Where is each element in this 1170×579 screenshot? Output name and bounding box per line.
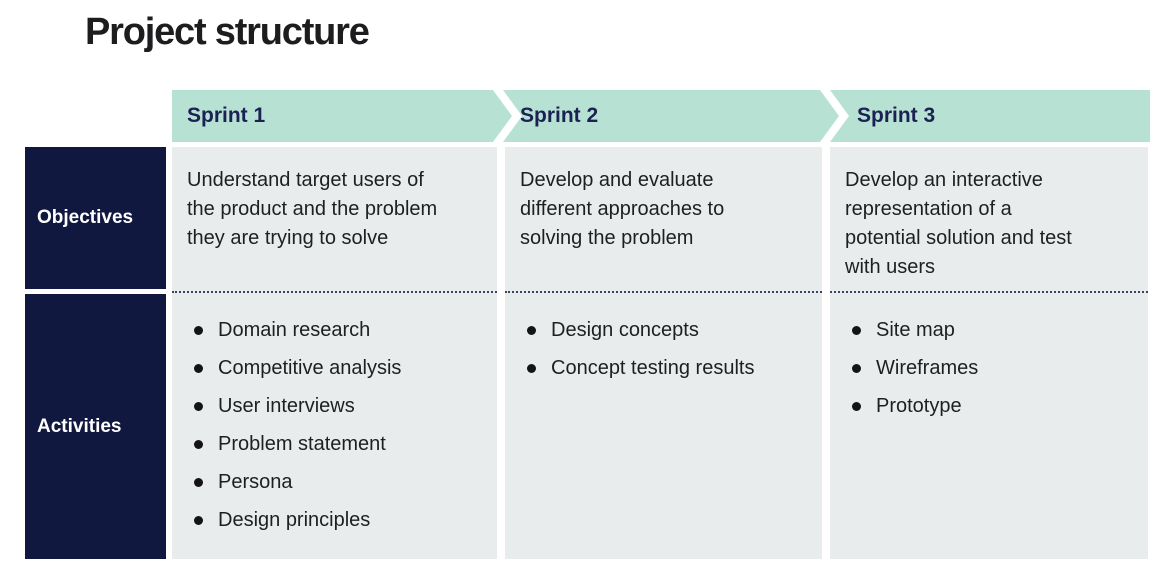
list-item: Competitive analysis [172, 349, 497, 387]
bullet-icon [852, 401, 861, 411]
bullet-icon [194, 325, 203, 335]
sprint3-objective-text: Develop an interactive representation of… [845, 169, 1072, 278]
list-item: Prototype [830, 387, 1148, 425]
list-item: Persona [172, 463, 497, 501]
activity-label: Problem statement [218, 432, 386, 455]
sprint1-objective-text: Understand target users of the product a… [187, 169, 438, 249]
list-item: Site map [830, 311, 1148, 349]
sprint3-arrow-shape [830, 90, 1150, 142]
bullet-icon [194, 477, 203, 487]
bullet-icon [194, 401, 203, 411]
list-item: Design principles [172, 501, 497, 539]
sprint2-arrow-shape [503, 90, 839, 142]
sprint1-header-label: Sprint 1 [187, 104, 266, 127]
bullet-icon [852, 363, 861, 373]
sprint3-column-cell: Develop an interactive representation of… [830, 147, 1148, 559]
activity-label: Concept testing results [551, 356, 755, 379]
bullet-icon [852, 325, 861, 335]
activity-label: Design principles [218, 508, 371, 531]
activity-label: Competitive analysis [218, 356, 402, 379]
sprint1-column-cell: Understand target users of the product a… [172, 147, 497, 559]
sprint1-arrow-shape [172, 90, 512, 142]
list-item: Design concepts [505, 311, 822, 349]
bullet-icon [194, 439, 203, 449]
list-item: User interviews [172, 387, 497, 425]
list-item: Domain research [172, 311, 497, 349]
dotted-divider [172, 291, 497, 293]
list-item: Concept testing results [505, 349, 822, 387]
row-header-activities-label: Activities [37, 415, 122, 437]
sprint1-activity-list: Domain research Competitive analysis Use… [172, 311, 497, 539]
sprint2-activity-list: Design concepts Concept testing results [505, 311, 822, 387]
sprint2-header-label: Sprint 2 [520, 104, 599, 127]
sprint2-objective-text: Develop and evaluate different approache… [520, 169, 725, 249]
bullet-icon [194, 515, 203, 525]
sprint2-column-cell: Develop and evaluate different approache… [505, 147, 822, 559]
activity-label: Wireframes [876, 356, 979, 379]
activity-label: Design concepts [551, 318, 699, 341]
sprint-chevron-band [172, 90, 1150, 142]
row-header-objectives: Objectives [25, 147, 166, 289]
list-item: Wireframes [830, 349, 1148, 387]
bullet-icon [194, 363, 203, 373]
row-header-activities: Activities [25, 294, 166, 559]
dotted-divider [505, 291, 822, 293]
activity-label: Site map [876, 318, 955, 341]
bullet-icon [527, 363, 536, 373]
activity-label: Domain research [218, 318, 371, 341]
sprint3-activity-list: Site map Wireframes Prototype [830, 311, 1148, 425]
list-item: Problem statement [172, 425, 497, 463]
activity-label: Persona [218, 470, 293, 493]
sprint3-header-label: Sprint 3 [857, 104, 936, 127]
activity-label: Prototype [876, 394, 962, 417]
page-title: Project structure [85, 11, 370, 53]
activity-label: User interviews [218, 394, 355, 417]
sprint-header-band: Sprint 1 Sprint 2 Sprint 3 [172, 90, 1150, 142]
dotted-divider [830, 291, 1148, 293]
bullet-icon [527, 325, 536, 335]
row-header-objectives-label: Objectives [37, 207, 134, 228]
